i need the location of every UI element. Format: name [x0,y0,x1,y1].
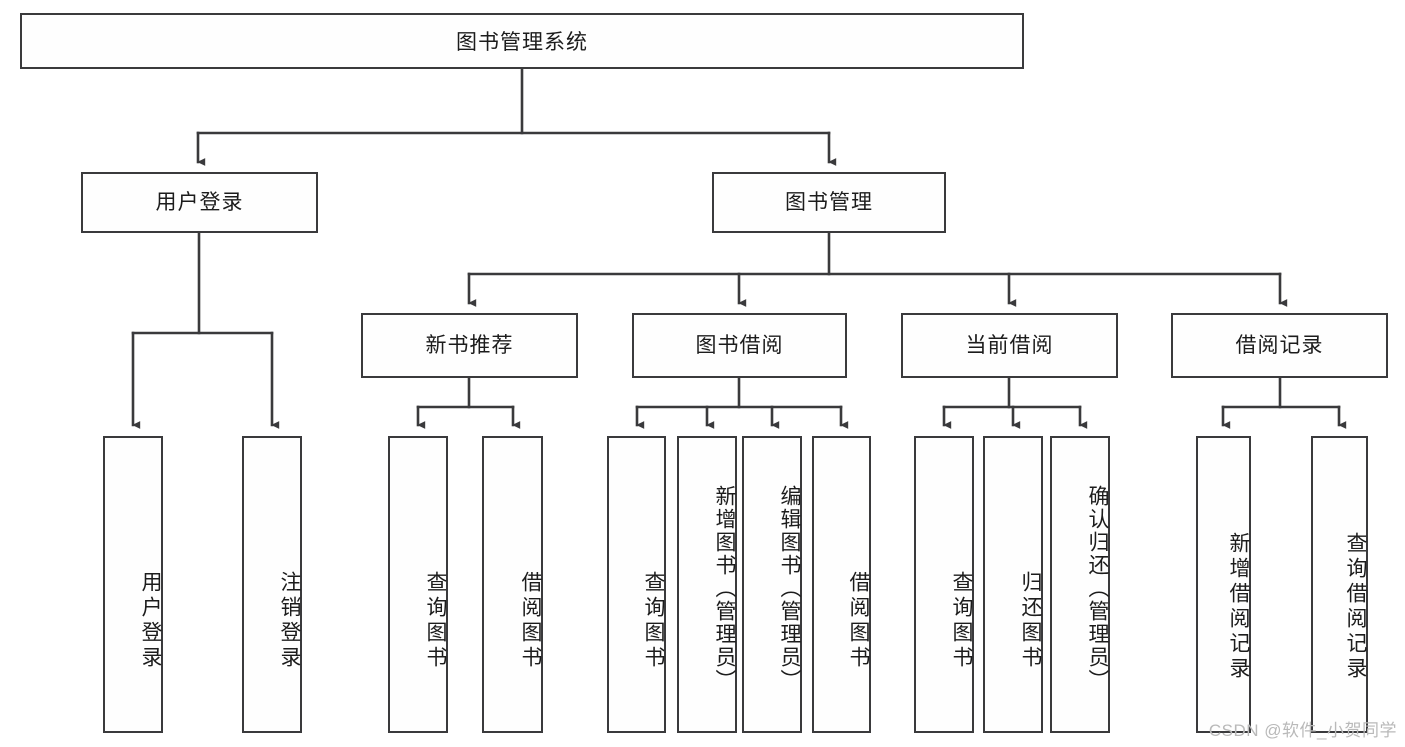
node-book-manage[interactable]: 图书管理 [712,172,946,233]
node-book-borrow[interactable]: 图书借阅 [632,313,847,378]
node-leaf-edit-book[interactable]: 编辑图书（管理员） [742,436,802,733]
node-leaf-confirm-return[interactable]: 确认归还（管理员） [1050,436,1110,733]
node-current-borrow[interactable]: 当前借阅 [901,313,1118,378]
node-root[interactable]: 图书管理系统 [20,13,1024,69]
node-borrow-record[interactable]: 借阅记录 [1171,313,1388,378]
node-leaf-query-book-3[interactable]: 查询图书 [914,436,974,733]
node-leaf-query-record[interactable]: 查询借阅记录 [1311,436,1368,733]
node-user-login[interactable]: 用户登录 [81,172,318,233]
node-leaf-borrow-book-2[interactable]: 借阅图书 [812,436,871,733]
node-new-book-recommend[interactable]: 新书推荐 [361,313,578,378]
node-leaf-add-book[interactable]: 新增图书（管理员） [677,436,737,733]
node-leaf-user-login[interactable]: 用户登录 [103,436,163,733]
node-leaf-query-book-2[interactable]: 查询图书 [607,436,666,733]
node-leaf-return-book[interactable]: 归还图书 [983,436,1043,733]
node-leaf-add-record[interactable]: 新增借阅记录 [1196,436,1251,733]
node-leaf-logout-login[interactable]: 注销登录 [242,436,302,733]
node-leaf-query-book-1[interactable]: 查询图书 [388,436,448,733]
node-leaf-borrow-book-1[interactable]: 借阅图书 [482,436,543,733]
